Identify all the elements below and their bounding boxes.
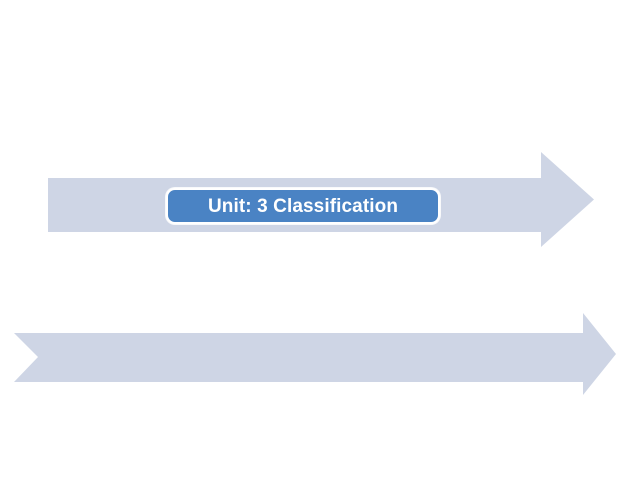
unit-title-chip[interactable]: Unit: 3 Classification — [166, 188, 440, 224]
unit-title-text: Unit: 3 Classification — [207, 195, 399, 217]
chevron-arrow-bottom[interactable] — [14, 313, 616, 395]
